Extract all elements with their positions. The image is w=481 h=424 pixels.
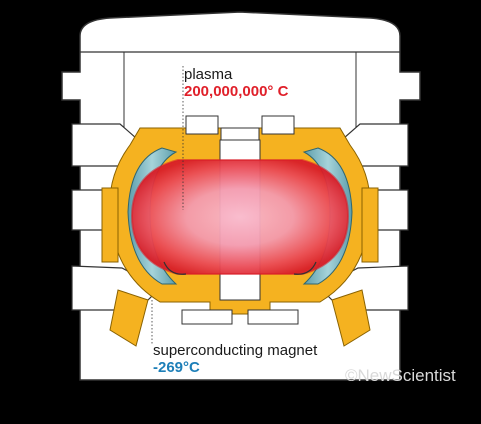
divertors	[163, 261, 317, 275]
plasma-temperature: 200,000,000° C	[184, 83, 289, 100]
magnet-label: superconducting magnet	[153, 342, 318, 359]
plasma	[130, 159, 350, 275]
plasma-label: plasma	[184, 66, 233, 83]
magnet-temperature: -269°C	[153, 359, 200, 376]
newscientist-logo: ©NewScientist	[345, 366, 456, 385]
